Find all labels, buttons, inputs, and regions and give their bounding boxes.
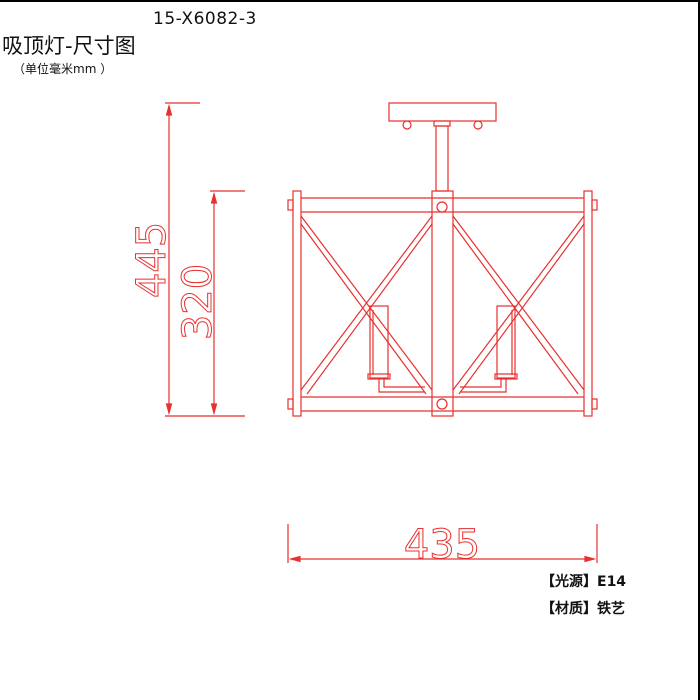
- spec-label: 【材质】: [541, 601, 597, 617]
- ceiling-canopy: [388, 102, 497, 192]
- dimension-label-435: 435: [404, 522, 480, 568]
- candle-socket-right: [460, 305, 518, 393]
- model-number: 15-X6082-3: [153, 9, 257, 29]
- spec-label: 【光源】: [541, 574, 597, 590]
- dimension-label-320: 320: [175, 264, 221, 340]
- dimension-label-445: 445: [129, 222, 175, 298]
- spec-value: E14: [597, 574, 627, 590]
- dimension-body-height: [210, 190, 245, 416]
- spec-value: 铁艺: [597, 601, 625, 617]
- frame-top-border: [0, 0, 700, 2]
- spec-light-source: 【光源】E14: [541, 571, 626, 591]
- lamp-frame: [287, 190, 598, 417]
- unit-note: （单位毫米mm ）: [13, 62, 113, 76]
- dimension-total-height: [165, 102, 245, 417]
- dimension-width: [287, 524, 598, 563]
- spec-material: 【材质】铁艺: [541, 598, 625, 618]
- candle-socket-left: [367, 305, 425, 393]
- page-title: 吸顶灯-尺寸图: [2, 34, 136, 58]
- frame-right-border: [698, 0, 700, 700]
